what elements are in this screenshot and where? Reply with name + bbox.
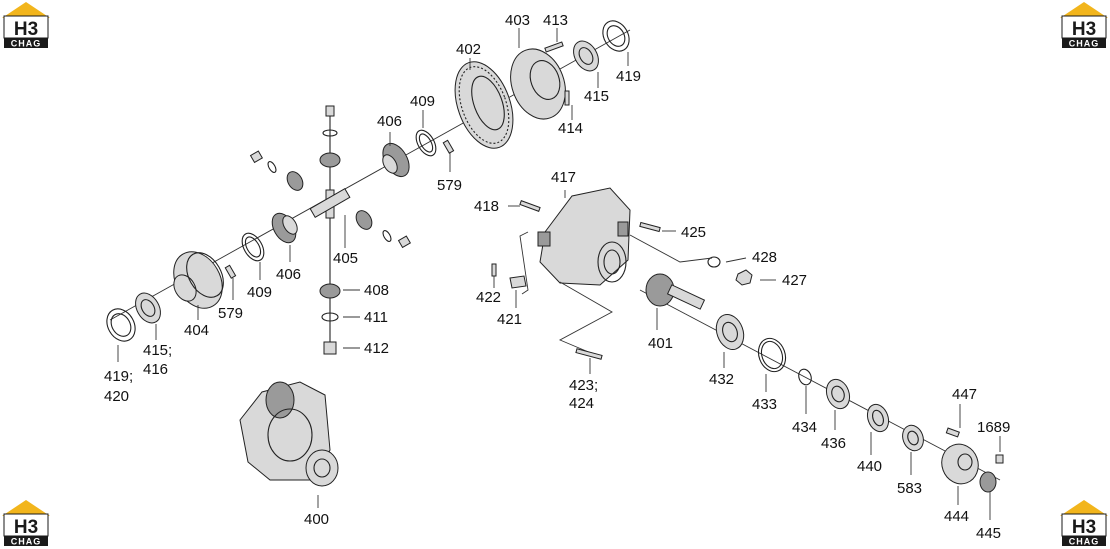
retaining-ring-419-left bbox=[106, 308, 136, 342]
svg-text:H3: H3 bbox=[1072, 19, 1096, 40]
bearing-415-left bbox=[135, 292, 161, 324]
label-401: 401 bbox=[648, 335, 673, 352]
label-404: 404 bbox=[184, 322, 209, 339]
label-403: 403 bbox=[505, 12, 530, 29]
pin-579-left bbox=[224, 264, 237, 279]
svg-text:H3: H3 bbox=[1072, 517, 1096, 538]
label-421: 421 bbox=[497, 311, 522, 328]
flange-444 bbox=[941, 443, 979, 485]
bolt-423 bbox=[575, 348, 603, 360]
logo-bottom-left: H3 CHAG bbox=[2, 500, 50, 547]
shim-434 bbox=[798, 368, 812, 386]
differential-housing-403 bbox=[510, 48, 566, 120]
label-583: 583 bbox=[897, 480, 922, 497]
spider-cross-405 bbox=[249, 105, 412, 355]
axle-housing-group bbox=[491, 187, 1004, 493]
label-417: 417 bbox=[551, 169, 576, 186]
label-418: 418 bbox=[474, 198, 499, 215]
logo-bottom-right: H3 CHAG bbox=[1060, 500, 1108, 547]
label-444: 444 bbox=[944, 508, 969, 525]
assembled-differential-400 bbox=[239, 381, 339, 487]
bolt-414 bbox=[564, 90, 570, 106]
label-447: 447 bbox=[952, 386, 977, 403]
spacer-ring-433 bbox=[757, 337, 787, 373]
o-ring-428 bbox=[707, 256, 721, 268]
seal-440 bbox=[866, 403, 890, 433]
label-579-left: 579 bbox=[218, 305, 243, 322]
svg-text:H3: H3 bbox=[14, 19, 38, 40]
label-415-416-b: 416 bbox=[143, 361, 168, 378]
ring-gear-402 bbox=[454, 61, 514, 149]
bolt-413 bbox=[544, 41, 564, 53]
nut-1689 bbox=[995, 454, 1004, 464]
label-413: 413 bbox=[543, 12, 568, 29]
nut-427 bbox=[735, 269, 753, 286]
thrust-washer-409-right bbox=[415, 129, 437, 157]
retaining-ring-419-right bbox=[602, 20, 630, 52]
svg-text:CHAG: CHAG bbox=[1069, 39, 1100, 49]
label-415: 415 bbox=[584, 88, 609, 105]
bearing-415-right bbox=[573, 40, 599, 72]
bolt-418 bbox=[519, 200, 541, 212]
thrust-washer-409-left bbox=[241, 232, 265, 262]
label-412: 412 bbox=[364, 340, 389, 357]
side-gear-406-left bbox=[271, 212, 298, 244]
label-409-right: 409 bbox=[410, 93, 435, 110]
bearing-436 bbox=[825, 378, 851, 410]
label-414: 414 bbox=[558, 120, 583, 137]
label-423-424-a: 423; bbox=[569, 377, 598, 394]
part-labels: 419; 420 415; 416 404 579 409 406 405 40… bbox=[104, 12, 1010, 542]
label-445: 445 bbox=[976, 525, 1001, 542]
differential-housing-404 bbox=[173, 251, 224, 309]
label-440: 440 bbox=[857, 458, 882, 475]
label-400: 400 bbox=[304, 511, 329, 528]
bolt-447 bbox=[945, 427, 960, 438]
label-419-420-b: 420 bbox=[104, 388, 129, 405]
svg-text:CHAG: CHAG bbox=[11, 537, 42, 547]
label-422: 422 bbox=[476, 289, 501, 306]
label-433: 433 bbox=[752, 396, 777, 413]
label-415-416-a: 415; bbox=[143, 342, 172, 359]
drive-pinion-401 bbox=[645, 273, 706, 310]
ring-583 bbox=[902, 424, 924, 452]
label-436: 436 bbox=[821, 435, 846, 452]
label-423-424-b: 424 bbox=[569, 395, 594, 412]
differential-exploded-group bbox=[106, 20, 631, 355]
side-gear-406-right bbox=[382, 142, 410, 178]
collar-nut-445 bbox=[979, 471, 997, 493]
bearing-432 bbox=[715, 314, 745, 350]
logo-top-left: H3 CHAG bbox=[2, 2, 50, 49]
label-411: 411 bbox=[364, 309, 388, 326]
label-1689: 1689 bbox=[977, 419, 1010, 436]
pin-579-right bbox=[442, 139, 455, 154]
label-419: 419 bbox=[616, 68, 641, 85]
label-425: 425 bbox=[681, 224, 706, 241]
carrier-housing-417 bbox=[537, 187, 631, 286]
label-406-left: 406 bbox=[276, 266, 301, 283]
label-432: 432 bbox=[709, 371, 734, 388]
bolt-425 bbox=[639, 221, 661, 233]
label-419-420-a: 419; bbox=[104, 368, 133, 385]
screw-422 bbox=[491, 263, 497, 277]
label-402: 402 bbox=[456, 41, 481, 58]
label-434: 434 bbox=[792, 419, 817, 436]
label-leader-lines bbox=[117, 28, 1001, 520]
svg-text:CHAG: CHAG bbox=[11, 39, 42, 49]
label-408: 408 bbox=[364, 282, 389, 299]
label-579-right: 579 bbox=[437, 177, 462, 194]
label-428: 428 bbox=[752, 249, 777, 266]
svg-text:H3: H3 bbox=[14, 517, 38, 538]
label-406-right: 406 bbox=[377, 113, 402, 130]
label-405: 405 bbox=[333, 250, 358, 267]
logo-top-right: H3 CHAG bbox=[1060, 2, 1108, 49]
label-427: 427 bbox=[782, 272, 807, 289]
svg-text:CHAG: CHAG bbox=[1069, 537, 1100, 547]
lock-plate-421 bbox=[509, 275, 527, 289]
label-409-left: 409 bbox=[247, 284, 272, 301]
